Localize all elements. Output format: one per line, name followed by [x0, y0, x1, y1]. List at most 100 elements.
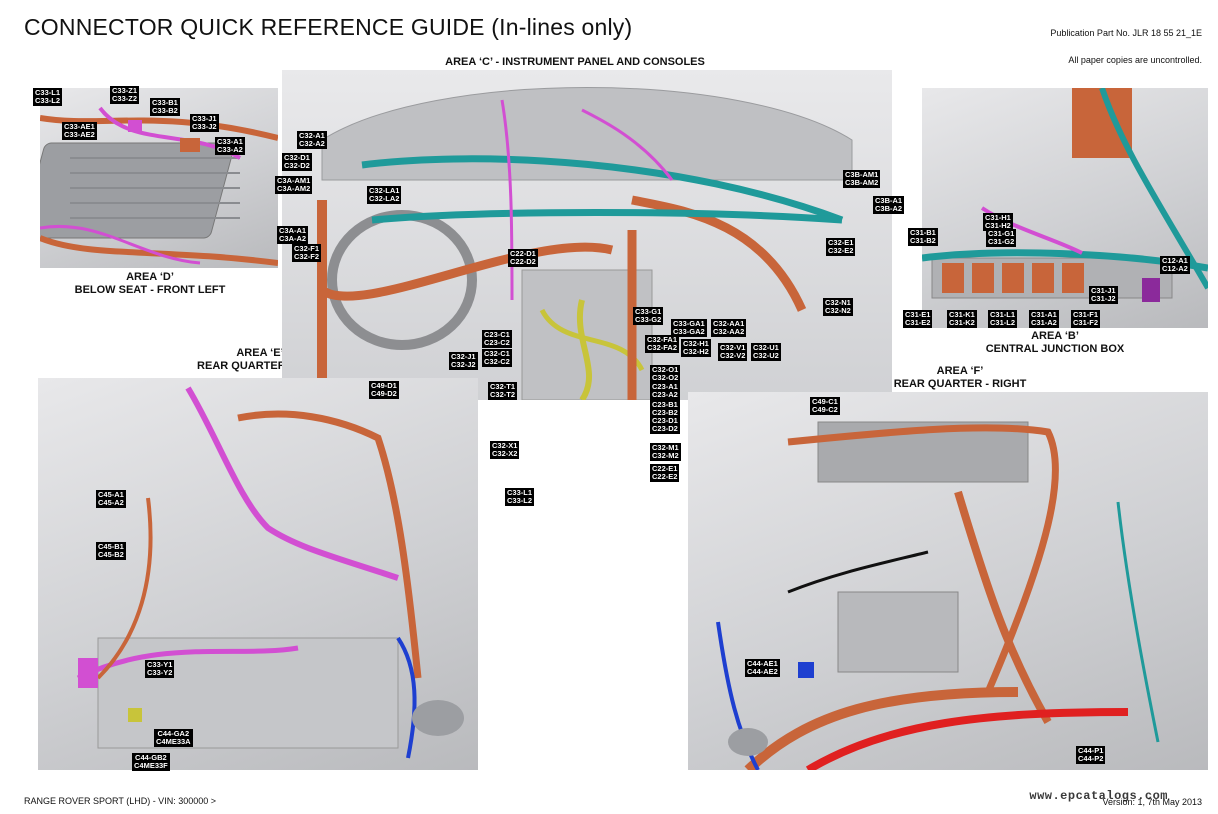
connector-pin-label: C22-E2: [652, 472, 678, 481]
connector-pin-label: C23-A1: [652, 382, 678, 391]
area-e-wiring: [76, 386, 464, 759]
connector-pin-label: C23-A2: [652, 390, 678, 399]
connector-pin-label: C22-D1: [510, 249, 536, 258]
connector-pin-label: C33-A1: [217, 137, 243, 146]
connector-pin-label: C32-A1: [299, 131, 325, 140]
connector-pin-label: C3A-AM2: [277, 184, 311, 193]
connector-pin-label: C32-FA2: [647, 343, 678, 352]
connector-pin-label: C22-D2: [510, 257, 536, 266]
connector-pin-label: C31-B1: [910, 228, 936, 237]
connector-pin-label: C32-D2: [284, 161, 310, 170]
connector-pin-label: C32-A2: [299, 139, 325, 148]
connector-pin-label: C31-B2: [910, 236, 936, 245]
connector-pin-label: C32-X1: [492, 441, 518, 450]
connector-pin-label: C33-J2: [192, 122, 217, 131]
connector-pin-label: C32-O1: [652, 365, 679, 374]
connector-pin-label: C32-F1: [294, 244, 320, 253]
connector-pin-label: C33-AE1: [64, 122, 95, 131]
area-c-wiring: [317, 87, 853, 400]
connector-pin-label: C49-C2: [812, 405, 838, 414]
connector-pin-label: C23-C2: [484, 338, 510, 347]
connector-pin-label: C3A-AM1: [277, 176, 311, 185]
connector-pin-label: C12-A1: [1162, 256, 1188, 265]
connector-pin-label: C33-L2: [35, 96, 61, 105]
copies-note: All paper copies are uncontrolled.: [1068, 55, 1202, 65]
connector-pin-label: C31-G2: [988, 237, 1015, 246]
connector-pin-label: C44-P1: [1078, 746, 1104, 755]
area-c-title: AREA ‘C’ - INSTRUMENT PANEL AND CONSOLES: [445, 56, 705, 68]
connector-pin-label: C44-GB2: [135, 753, 167, 762]
connector-pin-label: C31-E2: [905, 318, 931, 327]
connector-pin-label: C33-A2: [217, 145, 243, 154]
connector-pin-label: C32-AA1: [713, 319, 745, 328]
connector-pin-label: C33-L1: [35, 88, 61, 97]
connector-pin-label: C31-H2: [985, 221, 1011, 230]
connector-pin-label: C33-Y1: [147, 660, 173, 669]
connector-pin-label: C32-FA1: [647, 335, 678, 344]
connector-pin-label: C45-A1: [98, 490, 124, 499]
connector-pin-label: C31-K1: [949, 310, 975, 319]
connector-pin-label: C32-AA2: [713, 327, 745, 336]
connector-pin-label: C33-G1: [635, 307, 662, 316]
connector-pin-label: C3A-A2: [279, 234, 307, 243]
connector-pin-label: C3B-A2: [875, 204, 903, 213]
connector-pin-label: C31-G1: [988, 229, 1015, 238]
connector-pin-label: C49-D2: [371, 389, 397, 398]
area-f-wiring: [716, 421, 1160, 770]
area-c-image: [282, 70, 892, 400]
connector-pin-label: C31-E1: [905, 310, 931, 319]
connector-pin-label: C32-X2: [492, 449, 518, 458]
connector-pin-label: C31-J2: [1091, 294, 1116, 303]
area-b-image: [922, 88, 1208, 328]
connector-pin-label: C4ME33F: [134, 761, 168, 770]
connector-pin-label: C32-J2: [451, 360, 476, 369]
connector-pin-label: C32-N1: [825, 298, 851, 307]
connector-pin-label: C3A-A1: [279, 226, 307, 235]
connector-pin-label: C32-C2: [484, 357, 510, 366]
connector-pin-label: C32-O2: [652, 373, 679, 382]
connector-pin-label: C31-F2: [1073, 318, 1099, 327]
connector-pin-label: C45-B1: [98, 542, 124, 551]
connector-pin-label: C31-L1: [990, 310, 1016, 319]
connector-pin-label: C32-E1: [828, 238, 854, 247]
connector-pin-label: C23-D1: [652, 416, 678, 425]
version-footer: Version: 1, 7th May 2013: [1102, 797, 1202, 807]
connector-pin-label: C31-F1: [1073, 310, 1099, 319]
connector-pin-label: C31-H1: [985, 213, 1011, 222]
connector-pin-label: C31-L2: [990, 318, 1016, 327]
connector-pin-label: C32-C1: [484, 349, 510, 358]
connector-pin-label: C23-C1: [484, 330, 510, 339]
connector-pin-label: C32-T1: [490, 382, 516, 391]
connector-pin-label: C3B-A1: [875, 196, 903, 205]
connector-pin-label: C12-A2: [1162, 264, 1188, 273]
